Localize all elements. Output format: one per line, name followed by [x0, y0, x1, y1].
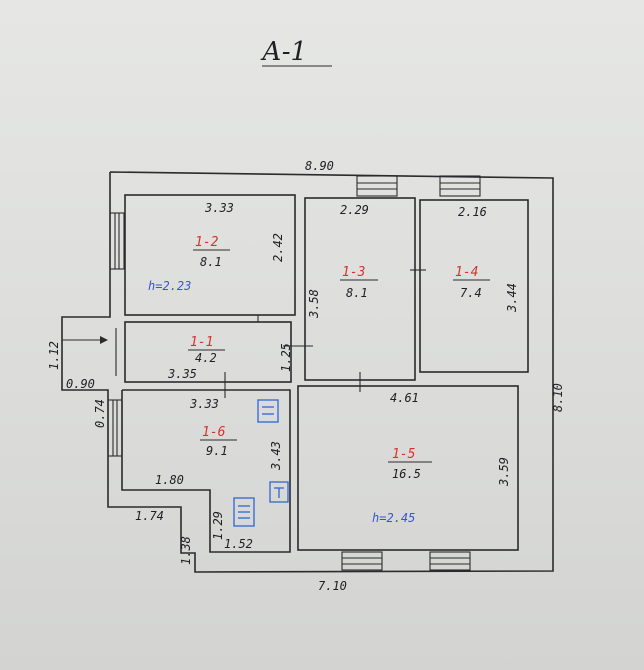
dim-left-recess: 1.12: [47, 341, 61, 370]
room-1-5-height: h=2.45: [372, 511, 415, 525]
room-1-3-area: 8.1: [346, 286, 368, 300]
room-1-6-width: 3.33: [189, 397, 219, 411]
room-1-3-depth: 3.58: [307, 289, 321, 319]
room-1-1-area: 4.2: [195, 351, 217, 365]
room-1-5-depth: 3.59: [497, 457, 511, 487]
window-top-2: [439, 175, 481, 197]
dim-top: 8.90: [305, 159, 334, 173]
room-1-1-outline: [124, 321, 292, 383]
dim-right: 8.10: [551, 383, 565, 412]
room-1-5-width: 4.61: [390, 391, 419, 405]
entry-arrow-head: [100, 336, 108, 344]
window-left-1: [109, 212, 125, 270]
room-1-6-depth: 3.43: [269, 441, 283, 471]
room-1-3-width: 2.29: [340, 203, 369, 217]
stove-icon: [257, 399, 279, 423]
room-1-5-outline: [297, 385, 519, 551]
room-1-4-depth: 3.44: [505, 283, 519, 313]
heater-icon: [269, 481, 289, 503]
dim-bottom: 7.10: [318, 579, 347, 593]
window-left-2: [107, 399, 123, 457]
room-1-2-depth: 2.42: [271, 233, 285, 262]
room-1-1-depth: 1.25: [279, 343, 293, 372]
dim-left-lower: 0.74: [93, 399, 107, 428]
room-1-1-number: 1-1: [190, 335, 213, 350]
window-top-1: [356, 175, 398, 197]
room-1-2-area: 8.1: [200, 255, 222, 269]
room-1-6-outline: [121, 389, 291, 553]
room-1-4-width: 2.16: [458, 205, 487, 219]
outer-wall: [61, 171, 554, 573]
room-1-6-niche-depth: 1.29: [211, 511, 225, 540]
plan-title: А-1: [260, 37, 307, 67]
room-1-6-width-lower: 1.80: [155, 473, 184, 487]
room-1-4-number: 1-4: [455, 265, 478, 280]
bathtub-icon: [233, 497, 255, 527]
room-1-1-width: 3.35: [167, 367, 197, 381]
dim-left-recess-depth: 0.90: [66, 377, 95, 391]
room-1-5-number: 1-5: [392, 447, 416, 462]
room-1-3-number: 1-3: [342, 265, 365, 280]
room-1-2-outline: [124, 194, 296, 316]
room-1-2-number: 1-2: [195, 235, 219, 250]
dim-bottom-step-horizontal: 1.74: [135, 509, 164, 523]
room-1-2-width: 3.33: [204, 201, 234, 215]
room-1-5-area: 16.5: [392, 467, 421, 481]
room-1-6-niche-width: 1.52: [224, 537, 253, 551]
window-bottom-1: [341, 551, 383, 571]
dim-bottom-step-vertical: 1.38: [179, 536, 193, 565]
room-1-4-outline: [419, 199, 529, 373]
window-bottom-2: [429, 551, 471, 571]
room-1-4-area: 7.4: [460, 286, 482, 300]
room-1-2-height: h=2.23: [148, 279, 191, 293]
room-1-6-number: 1-6: [202, 425, 226, 440]
room-1-6-area: 9.1: [206, 444, 228, 458]
